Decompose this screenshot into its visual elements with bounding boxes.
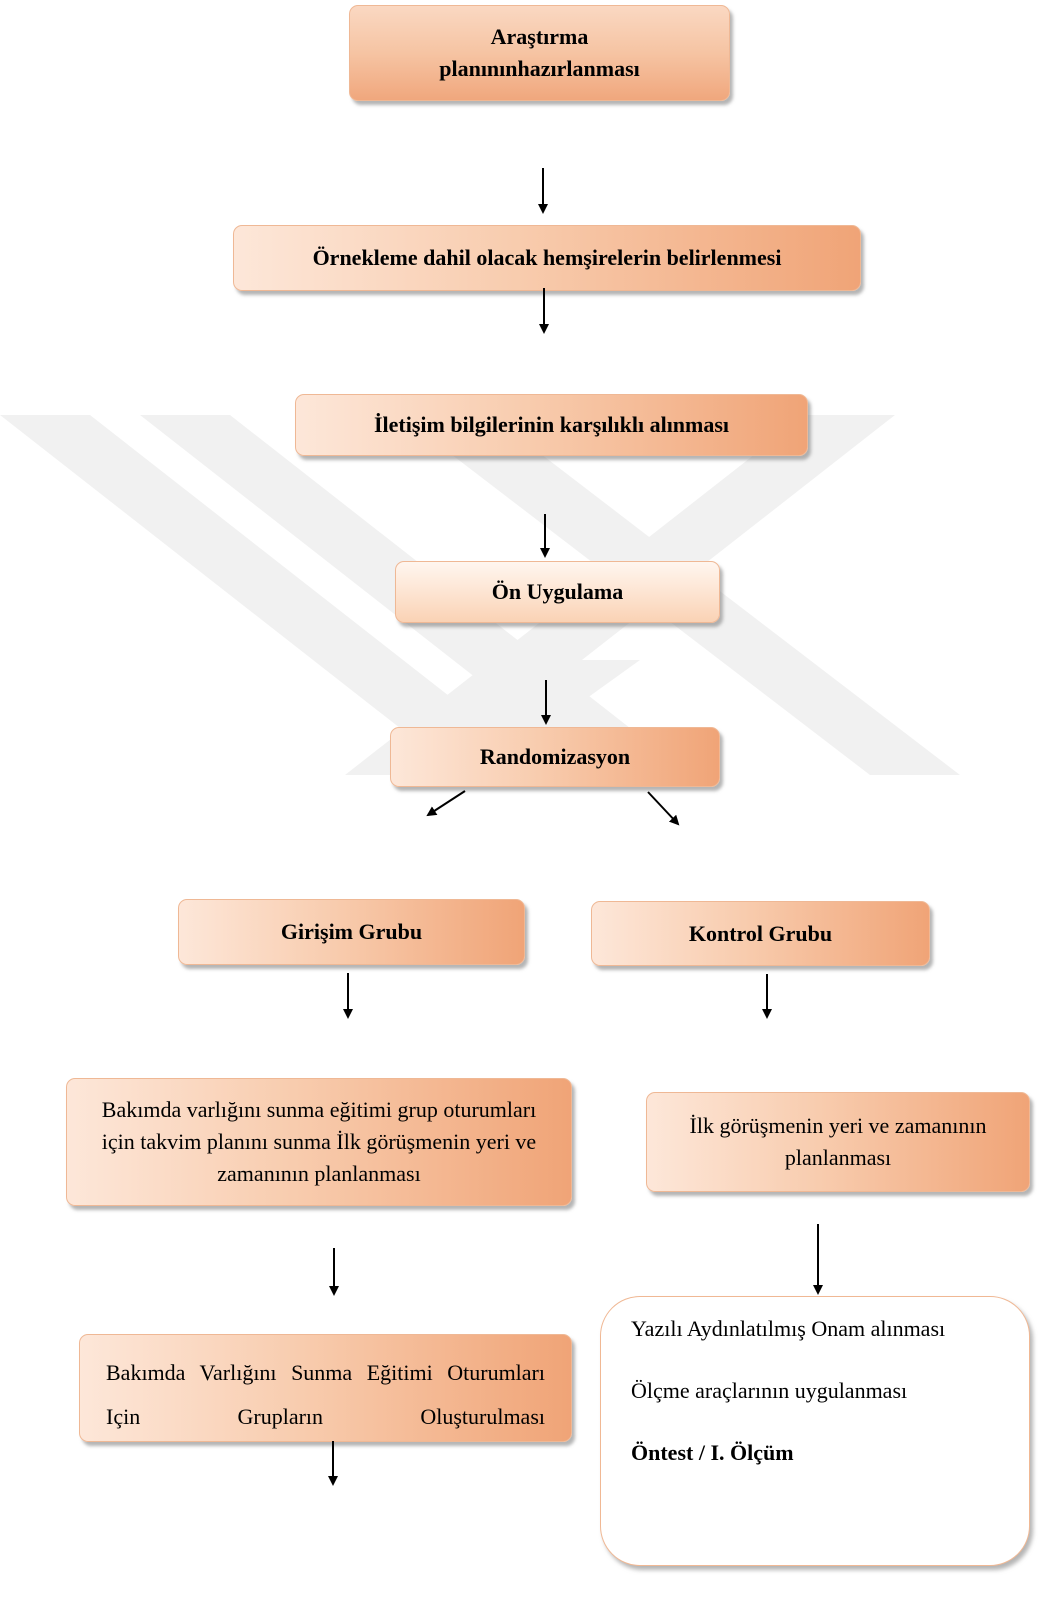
consent-line: Yazılı Aydınlatılmış Onam alınması <box>631 1316 946 1341</box>
control-group-title-label: Kontrol Grubu <box>688 920 833 946</box>
step-contact-info: İletişim bilgilerinin karşılıklı alınmas… <box>295 394 808 456</box>
control-step-schedule: İlk görüşmenin yeri ve zamanının planlan… <box>646 1092 1030 1192</box>
step-research-plan: Araştırma planınınhazırlanması <box>349 5 730 101</box>
measurement-tools-line: Ölçme araçlarının uygulanması <box>631 1378 908 1403</box>
arrow-random-to-control <box>647 791 680 826</box>
control-step-schedule-label: İlk görüşmenin yeri ve zamanının planlan… <box>689 1113 987 1170</box>
step-randomization: Randomizasyon <box>390 727 720 787</box>
intervention-step-groups-label: Bakımda Varlığını Sunma Eğitimi Oturumla… <box>106 1360 545 1429</box>
intervention-group-title: Girişim Grubu <box>178 899 525 965</box>
intervention-step-schedule: Bakımda varlığını sunma eğitimi grup otu… <box>66 1078 572 1206</box>
control-group-title: Kontrol Grubu <box>591 901 930 966</box>
arrow-random-to-intervention <box>426 790 466 817</box>
intervention-step-schedule-label: Bakımda varlığını sunma eğitimi grup otu… <box>101 1097 537 1186</box>
pretest-line: Öntest / I. Ölçüm <box>631 1440 794 1465</box>
intervention-group-title-label: Girişim Grubu <box>280 919 423 944</box>
step-sample-selection: Örnekleme dahil olacak hemşirelerin beli… <box>233 225 861 291</box>
step-pilot-label: Ön Uygulama <box>491 579 624 604</box>
intervention-step-groups: Bakımda Varlığını Sunma Eğitimi Oturumla… <box>79 1334 572 1442</box>
step-pilot: Ön Uygulama <box>395 561 720 623</box>
step-research-plan-label: Araştırma planınınhazırlanması <box>439 24 640 81</box>
step-randomization-label: Randomizasyon <box>479 744 631 769</box>
step-sample-selection-label: Örnekleme dahil olacak hemşirelerin beli… <box>312 245 782 270</box>
control-step-consent: Yazılı Aydınlatılmış Onam alınması Ölçme… <box>600 1296 1030 1566</box>
step-contact-info-label: İletişim bilgilerinin karşılıklı alınmas… <box>373 412 730 437</box>
